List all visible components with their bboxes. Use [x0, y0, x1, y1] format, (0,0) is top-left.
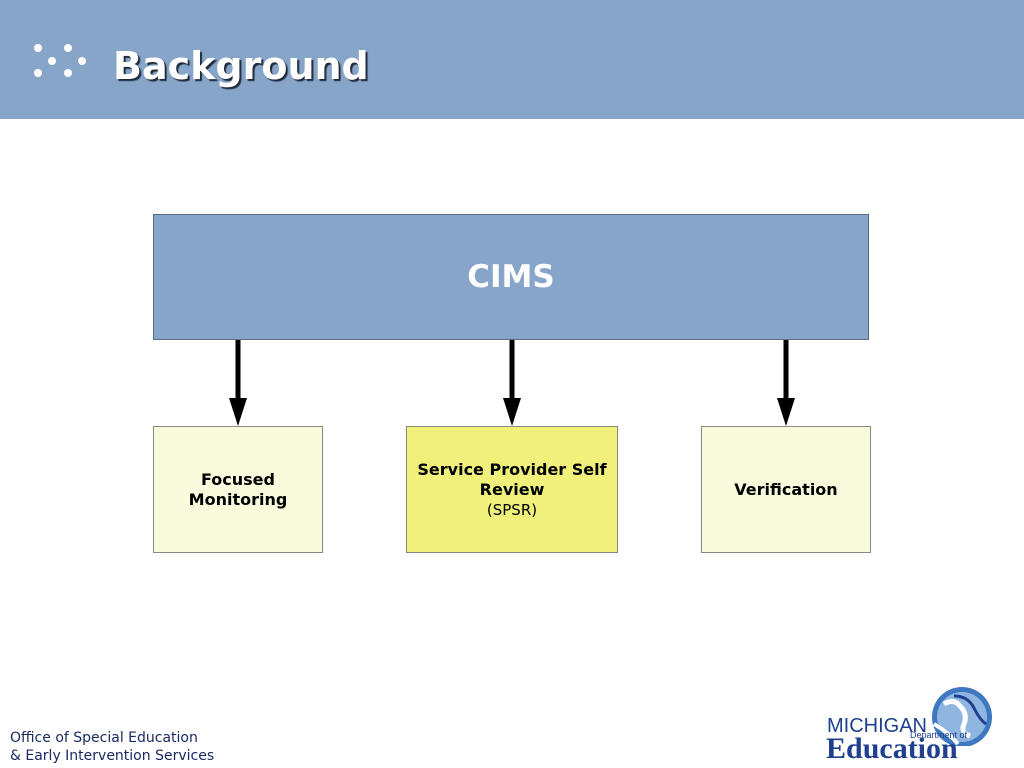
cims-node-label: CIMS — [467, 259, 555, 295]
footer-org-line1: Office of Special Education — [10, 730, 198, 746]
arrow-to-spsr — [503, 340, 521, 426]
spsr-node: Service Provider Self Review (SPSR) — [406, 426, 618, 553]
spsr-sublabel: (SPSR) — [486, 500, 538, 519]
arrow-to-verification — [777, 340, 795, 426]
footer-org-line2: & Early Intervention Services — [10, 748, 215, 764]
focused-monitoring-node: Focused Monitoring — [153, 426, 323, 553]
michigan-emblem-icon — [932, 687, 992, 746]
focused-monitoring-label: Focused Monitoring — [188, 469, 288, 509]
logo-michigan-text: MICHIGAN — [827, 715, 927, 737]
page-title: Background — [113, 44, 369, 88]
verification-node: Verification — [701, 426, 871, 553]
michigan-education-logo: MICHIGAN Department of Education — [824, 684, 999, 764]
footer-organization: Office of Special Education & Early Inte… — [10, 729, 214, 765]
logo-department-text: Department of — [910, 730, 968, 740]
arrow-to-focused-monitoring — [229, 340, 247, 426]
cims-node: CIMS — [153, 214, 869, 340]
spsr-label: Service Provider Self Review — [417, 459, 607, 499]
dots-bullet-icon — [34, 44, 86, 77]
verification-label: Verification — [734, 479, 838, 499]
header-bar: Background — [0, 0, 1024, 119]
logo-education-text: Education — [826, 732, 958, 765]
